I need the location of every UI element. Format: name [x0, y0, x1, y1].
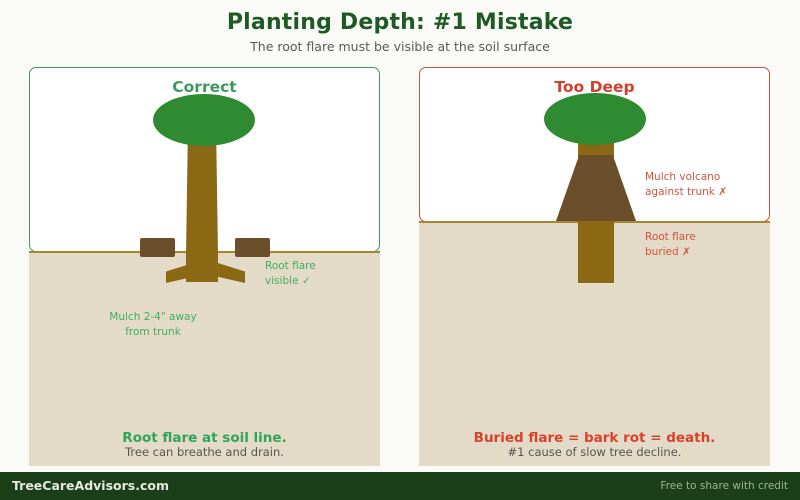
tree-trunk-correct — [186, 128, 218, 282]
panel-label-too-deep: Too Deep — [554, 78, 635, 96]
annotation-mulch-distance: Mulch 2-4" away from trunk — [93, 310, 213, 340]
verdict-sub-too-deep: #1 cause of slow tree decline. — [507, 445, 682, 459]
annotation-root-flare-visible-line2: visible ✓ — [265, 275, 311, 287]
tree-canopy-correct — [153, 94, 255, 146]
footer-note: Free to share with credit — [660, 480, 788, 492]
annotation-mulch-distance-line1: Mulch 2-4" away — [109, 311, 197, 323]
footer-bar — [0, 472, 800, 500]
annotation-mulch-volcano-line1: Mulch volcano — [645, 171, 721, 183]
tree-canopy-too-deep — [544, 93, 646, 145]
verdict-sub-correct: Tree can breathe and drain. — [125, 445, 284, 459]
mulch-patch-right — [235, 238, 270, 257]
annotation-mulch-volcano-line2: against trunk ✗ — [645, 186, 727, 198]
annotation-root-flare-buried-line2: buried ✗ — [645, 246, 691, 258]
panel-label-correct: Correct — [172, 78, 237, 96]
verdict-too-deep: Buried flare = bark rot = death. — [473, 430, 716, 446]
annotation-mulch-volcano: Mulch volcano against trunk ✗ — [645, 170, 775, 200]
mulch-patch-left — [140, 238, 175, 257]
page-title: Planting Depth: #1 Mistake — [226, 10, 574, 35]
verdict-correct: Root flare at soil line. — [122, 430, 287, 446]
soil-block-correct — [29, 251, 380, 466]
annotation-root-flare-visible-line1: Root flare — [265, 260, 316, 272]
annotation-root-flare-visible: Root flare visible ✓ — [265, 259, 375, 289]
footer-brand: TreeCareAdvisors.com — [12, 478, 169, 493]
annotation-mulch-distance-line2: from trunk — [125, 326, 181, 338]
annotation-root-flare-buried: Root flare buried ✗ — [645, 230, 775, 260]
annotation-root-flare-buried-line1: Root flare — [645, 231, 696, 243]
page-subtitle: The root flare must be visible at the so… — [250, 39, 550, 54]
